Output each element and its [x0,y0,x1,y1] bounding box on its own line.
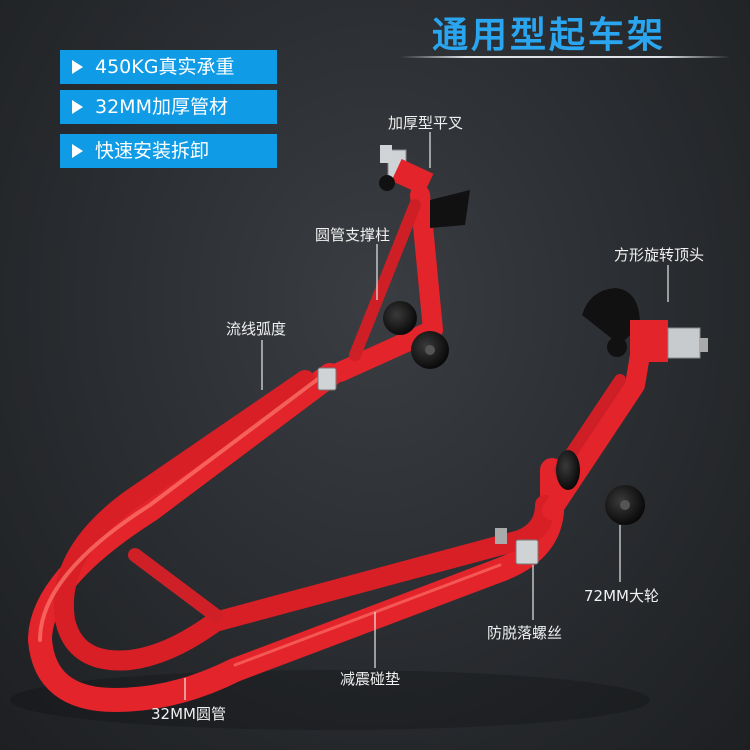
callout-tube: 32MM圆管 [151,705,226,723]
callout-lines [184,132,669,700]
callout-damper: 减震碰垫 [340,670,401,688]
tube-clamps [317,367,539,565]
callout-rotating-head: 方形旋转顶头 [614,246,705,264]
triangle-icon [72,59,83,74]
left-wheels [383,301,449,369]
triangle-icon [72,99,83,114]
left-fork-head [379,145,470,228]
feature-badge-install: 快速安装拆卸 [60,134,277,168]
callout-fork: 加厚型平叉 [388,114,464,132]
feature-text: 快速安装拆卸 [95,140,210,162]
callout-curve: 流线弧度 [226,320,287,338]
callout-support: 圆管支撑柱 [315,226,391,244]
right-rotating-head [582,288,708,362]
feature-badge-tube: 32MM加厚管材 [60,90,277,124]
triangle-icon [72,143,83,158]
callout-screw: 防脱落螺丝 [487,624,563,642]
page-title: 通用型起车架 [432,15,667,56]
feature-text: 32MM加厚管材 [95,96,228,118]
title-underline [400,56,730,58]
callout-wheel: 72MM大轮 [584,587,659,605]
feature-badge-load: 450KG真实承重 [60,50,277,84]
feature-text: 450KG真实承重 [95,56,235,78]
right-wheels [556,450,645,525]
